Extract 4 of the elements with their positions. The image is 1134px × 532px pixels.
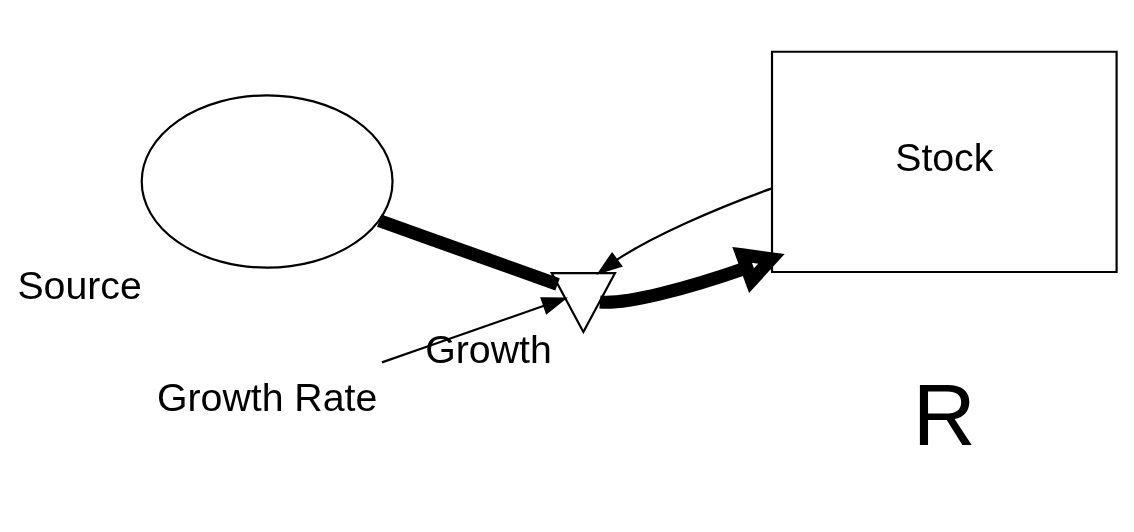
- node-text: Growth Rate: [156, 375, 378, 420]
- node-label: Growth: [425, 327, 552, 372]
- label: R: [912, 366, 976, 464]
- node-label: Source: [17, 263, 142, 308]
